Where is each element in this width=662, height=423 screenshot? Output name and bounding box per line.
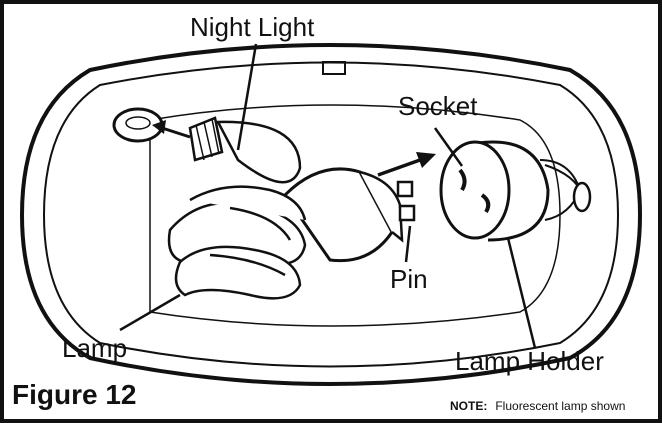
night-light-label: Night Light xyxy=(190,12,315,42)
lamp-label: Lamp xyxy=(62,333,127,363)
socket-leader xyxy=(433,127,464,167)
socket-label: Socket xyxy=(398,91,478,121)
diagram-canvas: Night Light Socket Pin Lamp Lamp Holder … xyxy=(12,12,643,414)
lamp-spiral xyxy=(167,185,307,300)
lamp-pin-upper xyxy=(396,180,414,198)
lamp-holder xyxy=(439,140,592,242)
note-label: NOTE: xyxy=(450,399,487,413)
night-light-arrow xyxy=(161,126,191,139)
lamp-leader xyxy=(119,293,181,332)
pin-label: Pin xyxy=(390,264,428,294)
lamp-pin-lower xyxy=(398,204,416,222)
note-text: Fluorescent lamp shown xyxy=(495,399,625,413)
socket-arrow xyxy=(377,158,421,177)
pin-leader xyxy=(404,225,412,263)
lamp-holder-label: Lamp Holder xyxy=(455,346,604,376)
fixture-housing-inner xyxy=(42,61,620,368)
night-light-leader xyxy=(236,43,258,151)
night-light-bulb xyxy=(188,116,302,184)
fixture-inner-panel xyxy=(149,104,561,327)
lamp-holder-leader xyxy=(506,237,537,349)
housing-slot xyxy=(322,61,346,75)
fixture-housing-outer xyxy=(19,43,643,386)
figure-note: NOTE: Fluorescent lamp shown xyxy=(450,397,625,414)
figure-title: Figure 12 xyxy=(12,379,136,410)
socket-face xyxy=(439,140,511,240)
